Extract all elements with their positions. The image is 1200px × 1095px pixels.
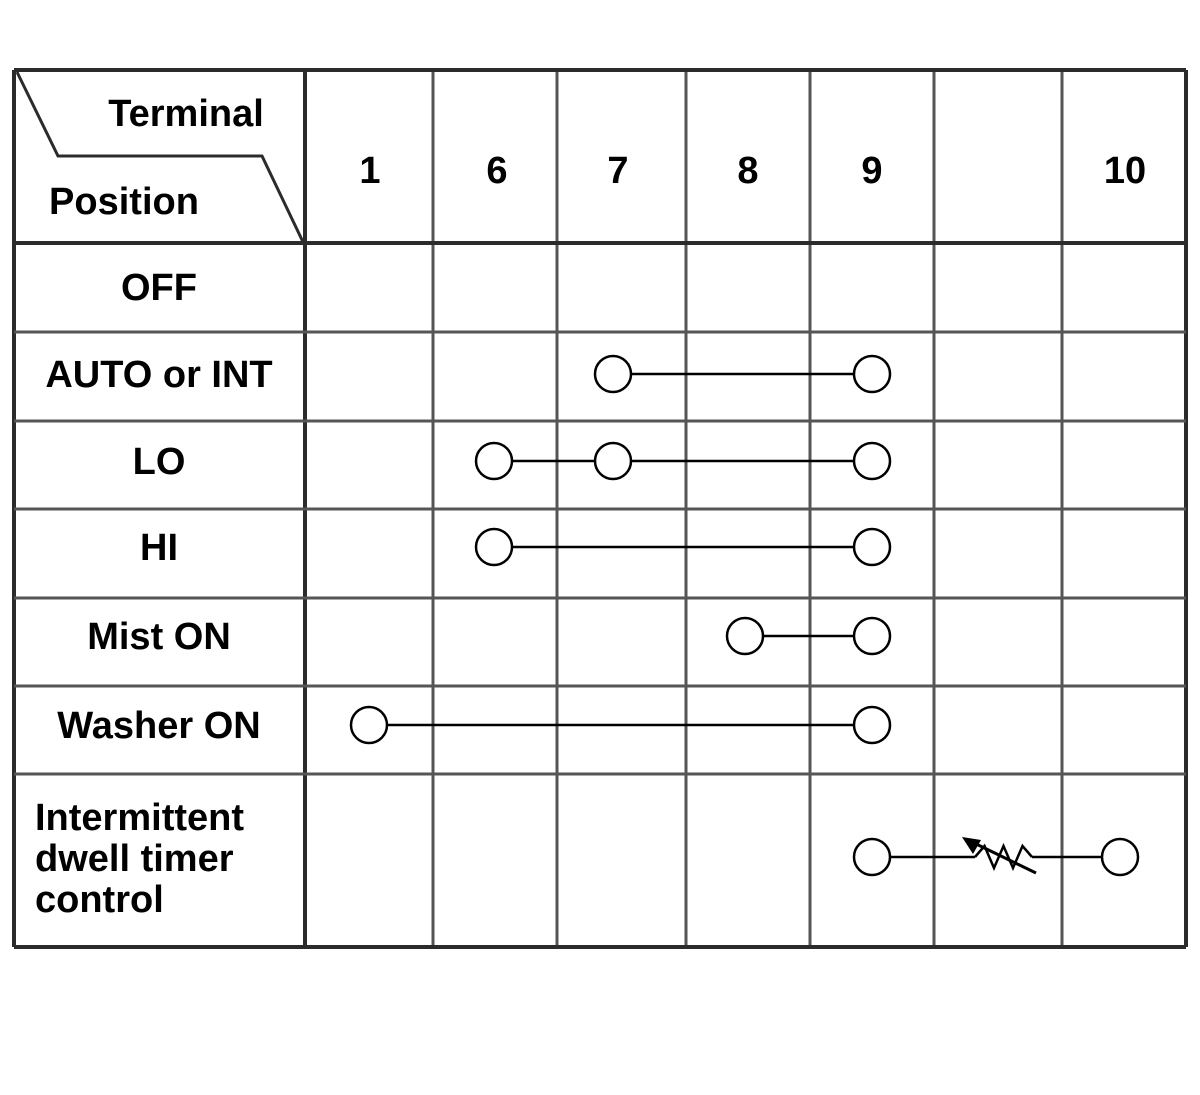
connections (349, 354, 1140, 877)
corner-divider (15, 71, 305, 243)
terminal-node (852, 527, 892, 567)
column-header: 1 (359, 150, 380, 192)
variable-resistor-arrow (969, 839, 1037, 875)
terminal-node (474, 441, 514, 481)
terminal-node (474, 527, 514, 567)
row-label: OFF (121, 267, 197, 309)
row-label-line: Intermittent (35, 797, 244, 839)
row-label: AUTO or INT (45, 354, 272, 396)
variable-resistor-zigzag (974, 842, 1033, 872)
terminal-node (852, 837, 892, 877)
column-header: 7 (607, 150, 628, 192)
column-header: 6 (486, 150, 507, 192)
terminal-node (593, 354, 633, 394)
header-corner: Terminal Position (15, 71, 305, 243)
column-header: 10 (1104, 150, 1146, 192)
row-label-line: control (35, 879, 164, 921)
terminal-node (593, 441, 633, 481)
corner-label-position: Position (49, 181, 199, 223)
row-label: Washer ON (57, 705, 260, 747)
variable-resistor-arrowhead (962, 837, 981, 854)
row-label-line: dwell timer (35, 838, 234, 880)
column-header: 8 (737, 150, 758, 192)
terminal-node (852, 616, 892, 656)
row-label: LO (133, 441, 186, 483)
terminal-node (349, 705, 389, 745)
column-header: 9 (861, 150, 882, 192)
row-label: HI (140, 527, 178, 569)
chart-grid (12, 68, 1188, 949)
terminal-node (852, 705, 892, 745)
terminal-node (852, 441, 892, 481)
terminal-node (1100, 837, 1140, 877)
terminal-node (852, 354, 892, 394)
terminal-node (725, 616, 765, 656)
corner-label-terminal: Terminal (108, 93, 264, 135)
column-headers: 1 6 7 8 9 10 (359, 150, 1146, 192)
row-labels: OFF AUTO or INT LO HI Mist ON Washer ON Interm… (35, 267, 273, 921)
row-label: Mist ON (87, 616, 231, 658)
